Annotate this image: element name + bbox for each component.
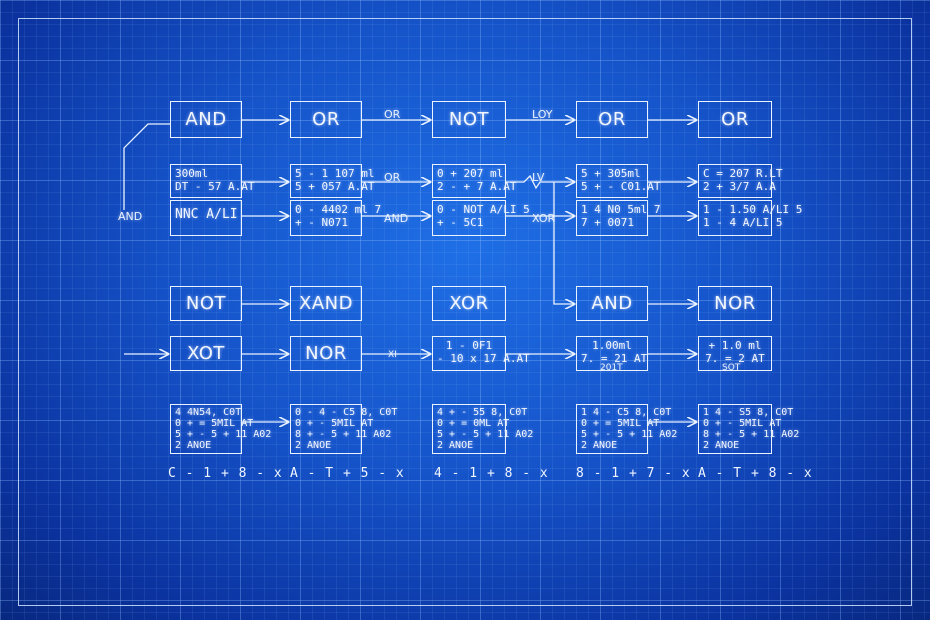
- gate-or-r1b: OR: [576, 101, 648, 138]
- gate-or-r1a: OR: [290, 101, 362, 138]
- data-box-r5-3: 1 - 0F1 - 10 x 17 A.AT: [432, 336, 530, 371]
- data-box-r6-4: 1 4 - C5 8, C0T 0 + = 5MIL AT 5 + - 5 + …: [576, 404, 677, 454]
- wire-label-xi-r5: XI: [388, 350, 397, 360]
- wire-drop: [553, 182, 574, 304]
- gate-and-r4: AND: [576, 286, 648, 321]
- gate-xot-r5: XOT: [170, 336, 242, 371]
- data-box-r6-3: 4 + - 55 8, C0T 0 + = 0ML AT 5 + - 5 + 1…: [432, 404, 533, 454]
- gate-not-r1: NOT: [432, 101, 506, 138]
- blueprint-frame: [18, 18, 912, 606]
- wire-label-lv-r2: LV: [532, 171, 545, 184]
- data-box-r5-5: + 1.0 ml 7. = 2 AT: [698, 336, 772, 371]
- data-box-r2-3: 0 + 207 ml 2 - + 7 A.AT: [432, 164, 516, 198]
- data-box-r2-2: 5 - 1 107 ml 5 + 057 A.AT: [290, 164, 374, 198]
- data-box-r6-1: 4 4N54, C0T 0 + = 5MIL AT 5 + - 5 + 11 A…: [170, 404, 271, 454]
- wire-label-or-r2: OR: [384, 171, 401, 184]
- gate-nor-r4: NOR: [698, 286, 772, 321]
- data-box-r2-1: 300ml DT - 57 A.AT: [170, 164, 254, 198]
- left-label-and: AND: [118, 210, 143, 223]
- footer-label-4: 8 - 1 + 7 - x: [576, 466, 691, 481]
- wire-r2-3: [506, 174, 574, 190]
- data-box-r3-2: 0 - 4402 ml 7 + - N071: [290, 200, 381, 236]
- gate-not-r4: NOT: [170, 286, 242, 321]
- gate-xand-r4: XAND: [290, 286, 362, 321]
- data-box-r5-4: 1.00ml 7. = 21 AT: [576, 336, 648, 371]
- footer-label-3: 4 - 1 + 8 - x: [434, 466, 549, 481]
- footer-label-2: A - T + 5 - x: [290, 466, 405, 481]
- wire-label-loy-r1: LOY: [532, 108, 553, 121]
- sub-label-sot: SOT: [722, 363, 741, 373]
- footer-label-5: A - T + 8 - x: [698, 466, 813, 481]
- data-box-r6-2: 0 - 4 - C5 8, C0T 0 + - 5MIL AT 8 + - 5 …: [290, 404, 397, 454]
- data-box-r2-5: C = 207 R.LT 2 + 3/7 A.A: [698, 164, 782, 198]
- sub-label-201t: 201T: [600, 363, 623, 373]
- wire-label-xor-r3: XOR: [532, 212, 556, 225]
- data-box-r3-3: 0 - NOT A/LI 5 + - 5C1: [432, 200, 530, 236]
- gate-or-r1c: OR: [698, 101, 772, 138]
- footer-label-1: C - 1 + 8 - x: [168, 466, 283, 481]
- data-box-r2-4: 5 + 305ml 5 + - C01.AT: [576, 164, 660, 198]
- wire-label-or-r1: OR: [384, 108, 401, 121]
- gate-nor-r5: NOR: [290, 336, 362, 371]
- gate-and-r1: AND: [170, 101, 242, 138]
- data-box-r3-5: 1 - 1.50 A/LI 5 1 - 4 A/LI 5: [698, 200, 802, 236]
- wire-label-and-r3: AND: [384, 212, 409, 225]
- data-box-r6-5: 1 4 - S5 8, C0T 0 + - 5MIL AT 8 + - 5 + …: [698, 404, 799, 454]
- wire-left-bracket: [123, 123, 170, 210]
- gate-xor-r4: XOR: [432, 286, 506, 321]
- data-box-r3-4: 1 4 N0 5ml 7 7 + 0071: [576, 200, 660, 236]
- data-box-r3-1: NNC A/LI: [170, 200, 242, 236]
